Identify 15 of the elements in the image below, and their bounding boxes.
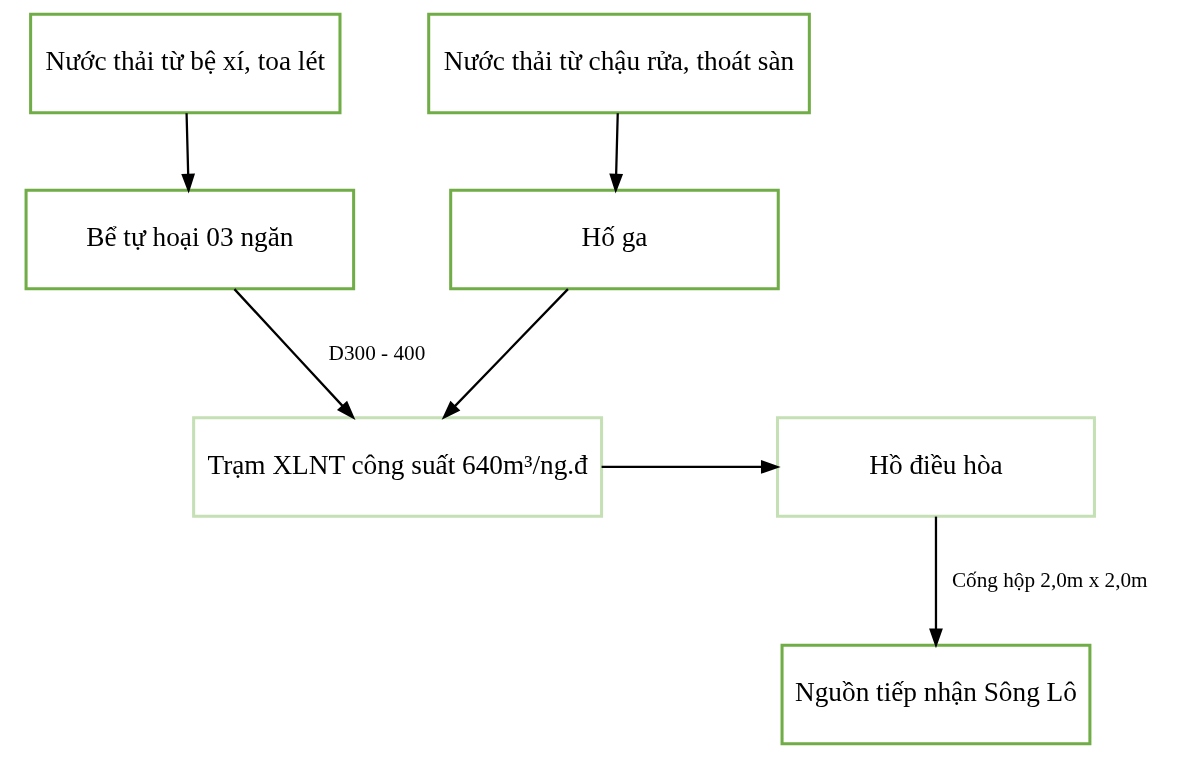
node-box: Bể tự hoại 03 ngăn [24,188,355,291]
arrow [608,113,623,194]
arrow [233,288,355,420]
edge-label: D300 - 400 [328,340,425,365]
arrow [180,113,195,194]
arrow [441,288,569,420]
node-box: Nguồn tiếp nhận Sông Lô [780,643,1091,746]
node-box: Trạm XLNT công suất 640m³/ng.đ [191,416,603,518]
edge-label: Cống hộp 2,0m x 2,0m [951,568,1148,593]
node-box: Hố ga [448,188,780,291]
arrow [601,460,781,474]
node-box: Nước thải từ bệ xí, toa lét [28,12,341,115]
arrow [928,516,943,649]
node-box: Nước thải từ chậu rửa, thoát sàn [426,12,811,115]
node-box: Hồ điều hòa [775,416,1096,518]
